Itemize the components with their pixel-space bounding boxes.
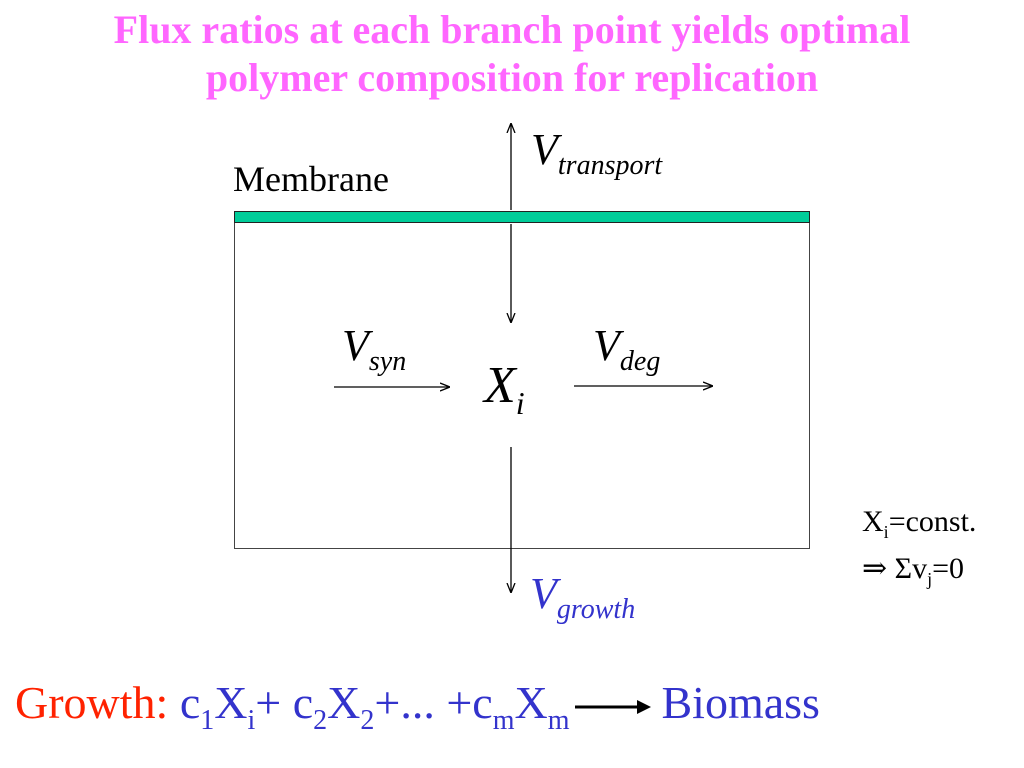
metabolite-xi: Xi: [484, 357, 525, 421]
steady-state-line-2: ⇒ Σvj=0: [862, 552, 965, 589]
steady-state-line-1: Xi=const.: [862, 505, 977, 542]
title-line-2: polymer composition for replication: [205, 55, 819, 100]
flux-growth-label: Vgrowth: [530, 569, 636, 625]
steady-state-note: Xi=const. ⇒ Σvj=0: [862, 500, 976, 594]
membrane-bar: [234, 211, 810, 223]
flux-transport-label: Vtransport: [531, 125, 663, 181]
slide-title: Flux ratios at each branch point yields …: [0, 6, 1024, 102]
flux-syn-label: Vsyn: [342, 321, 407, 377]
biomass-label: Biomass: [661, 677, 820, 728]
membrane-label: Membrane: [233, 159, 389, 199]
reaction-arrow-icon: [575, 700, 652, 715]
flux-deg-label: Vdeg: [593, 321, 661, 377]
growth-label: Growth:: [15, 677, 169, 728]
title-line-1: Flux ratios at each branch point yields …: [113, 7, 911, 52]
